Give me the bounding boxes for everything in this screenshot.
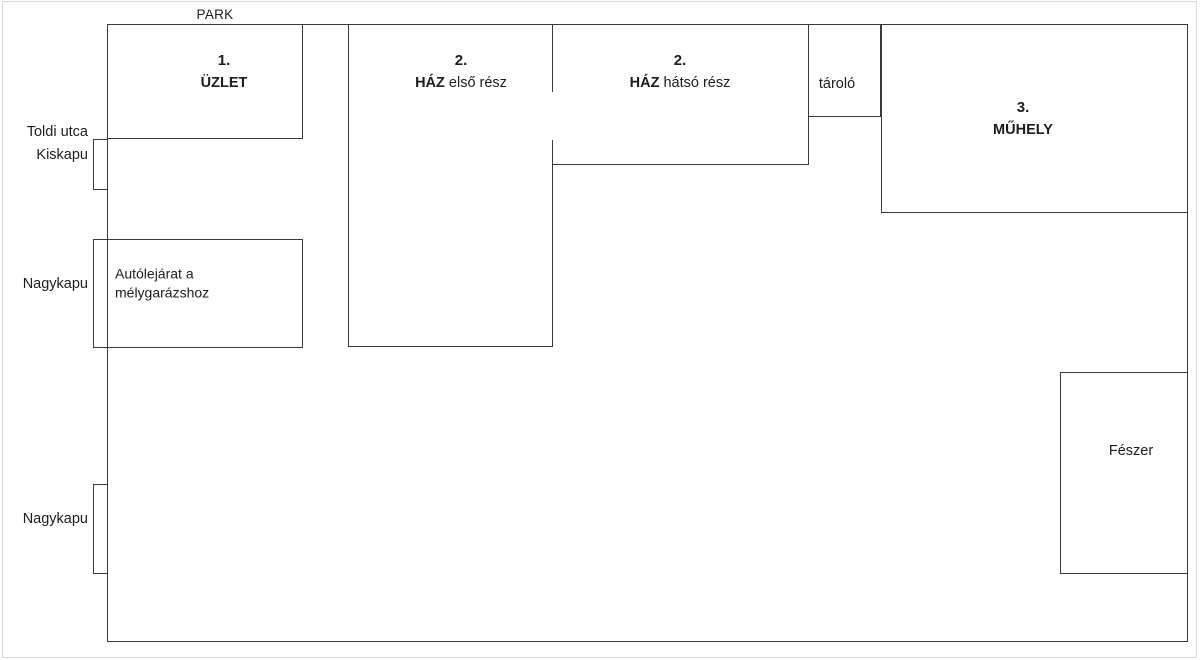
garage-ramp-label: Autólejárat a mélygarázshoz	[115, 265, 209, 302]
kiskapu-gate	[93, 139, 108, 190]
haz-front-number: 2.	[454, 52, 468, 69]
tarolo-label: tároló	[818, 76, 856, 92]
haz-back-label: 2. HÁZ hátsó rész	[630, 50, 731, 94]
uzlet-number: 1.	[217, 52, 231, 69]
haz-back-number: 2.	[673, 52, 687, 69]
nagykapu-upper-label: Nagykapu	[22, 276, 88, 292]
park-label: PARK	[196, 7, 234, 22]
tarolo-building-outline	[808, 24, 881, 117]
muhely-building-outline	[881, 24, 1187, 213]
haz-divider-wall-lower	[552, 140, 553, 347]
uzlet-label: 1. ÜZLET	[201, 50, 248, 94]
muhely-number: 3.	[1016, 99, 1030, 116]
haz-back-building-outline	[552, 24, 809, 165]
haz-divider-wall-upper	[552, 24, 553, 92]
haz-back-name: HÁZ hátsó rész	[629, 75, 731, 91]
nagykapu-lower-gate	[93, 484, 108, 574]
garage-ramp-label-line2: mélygarázshoz	[115, 284, 210, 300]
nagykapu-lower-label: Nagykapu	[22, 511, 88, 527]
garage-ramp-outline	[93, 239, 303, 348]
street-label: Toldi utca	[26, 124, 88, 140]
garage-ramp-label-line1: Autólejárat a	[115, 265, 194, 282]
muhely-label: 3. MŰHELY	[993, 96, 1053, 142]
haz-front-name: HÁZ első rész	[415, 75, 507, 91]
haz-front-label: 2. HÁZ első rész	[415, 50, 507, 94]
feszer-building-outline	[1060, 372, 1187, 574]
uzlet-name: ÜZLET	[200, 75, 248, 91]
kiskapu-label: Kiskapu	[36, 147, 88, 163]
uzlet-building-outline	[107, 24, 303, 139]
feszer-label: Fészer	[1108, 443, 1154, 459]
haz-front-building-outline	[348, 24, 553, 347]
muhely-name: MŰHELY	[993, 122, 1053, 138]
